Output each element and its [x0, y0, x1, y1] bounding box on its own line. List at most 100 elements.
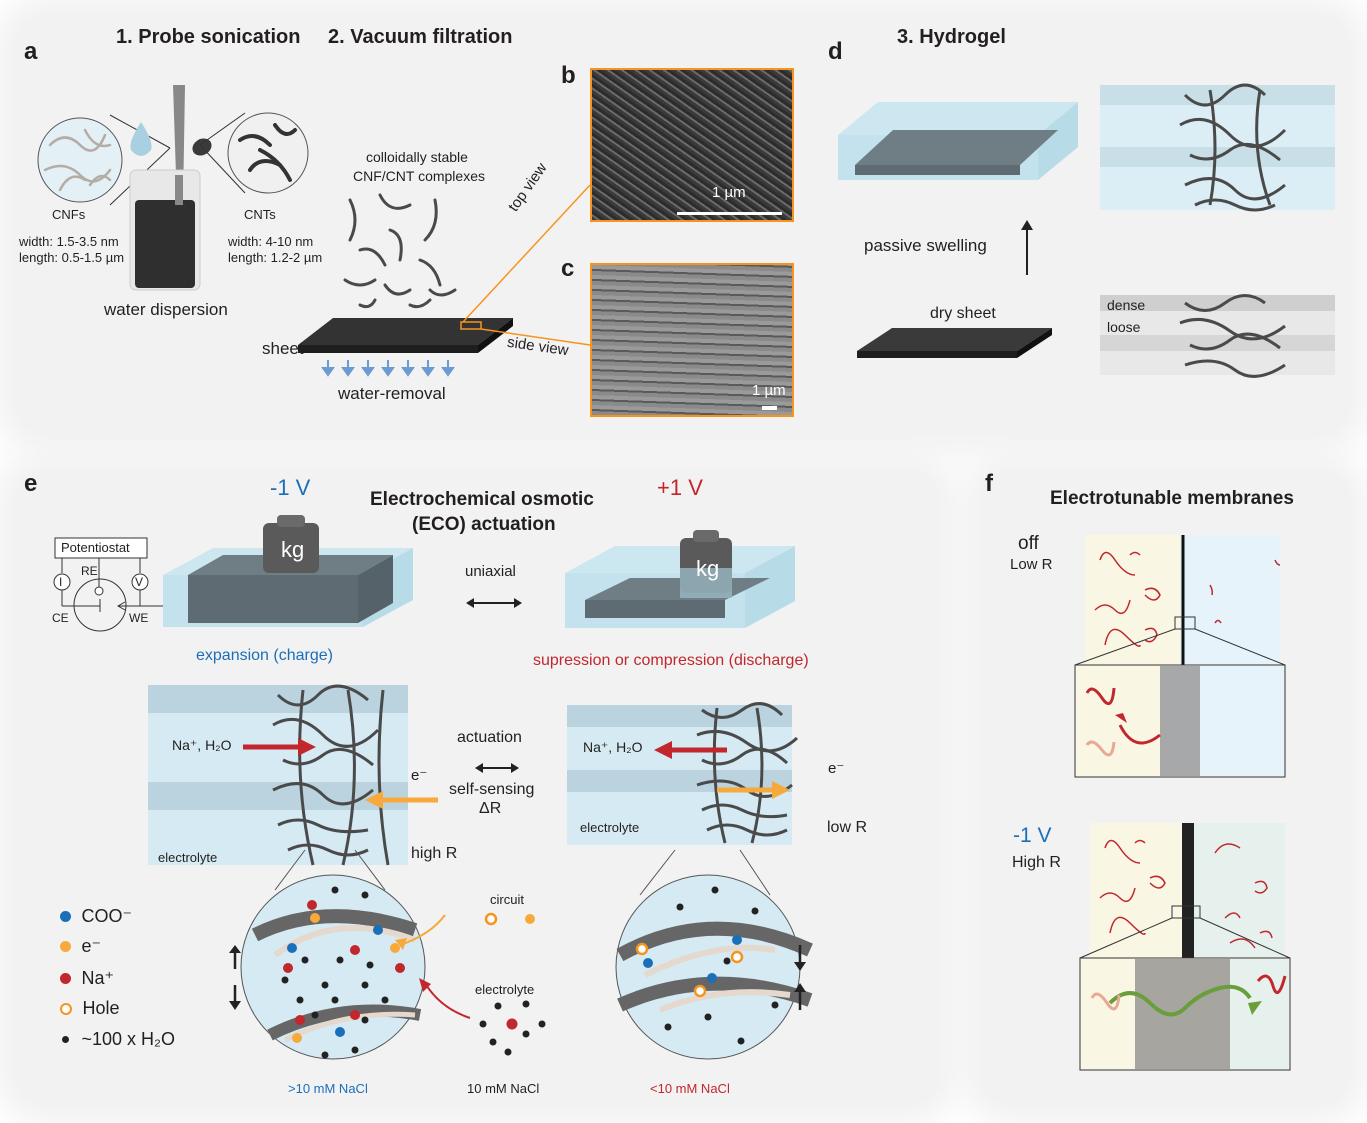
- beaker-label: water dispersion: [104, 300, 228, 319]
- uniaxial-label: uniaxial: [465, 563, 516, 580]
- complexes-label-line1: colloidally stable: [366, 149, 468, 165]
- water-removal-label: water-removal: [338, 384, 446, 403]
- compression-arrows-icon: [794, 945, 806, 1010]
- voltage-meter-label: V: [135, 575, 144, 589]
- cnfs-width: width: 1.5-3.5 nm: [19, 234, 119, 249]
- legend-label: Hole: [82, 998, 120, 1018]
- cnts-width: width: 4-10 nm: [228, 234, 314, 249]
- legend-item-water: ~100 x H₂O: [60, 1029, 175, 1050]
- uniaxial-arrow-icon: [466, 598, 522, 608]
- cnfs-name: CNFs: [52, 207, 86, 222]
- black-dot-icon: [62, 1036, 69, 1043]
- we-label: WE: [129, 611, 149, 625]
- expanded-actuator-block: [163, 515, 413, 627]
- electrolyte-center-label: electrolyte: [475, 982, 535, 997]
- compression-label: supression or compression (discharge): [533, 652, 809, 669]
- panel-label-b: b: [561, 62, 576, 89]
- sem-side-view-image: 1 µm: [590, 263, 794, 417]
- circuit-label: circuit: [490, 892, 524, 907]
- beaker-with-probe: [129, 85, 201, 291]
- expanded-network: [148, 684, 438, 866]
- expansion-label: expansion (charge): [196, 647, 333, 664]
- legend-item-sodium: Na⁺: [60, 968, 114, 989]
- cnfs-length: length: 0.5-1.5 µm: [19, 250, 125, 265]
- compressed-actuator-block: [565, 530, 795, 628]
- conc-high-label: >10 mM NaCl: [288, 1081, 368, 1096]
- legend-label: ~100 x H₂O: [81, 1029, 175, 1049]
- state-on-resistance: High R: [1012, 854, 1061, 871]
- expanded-pore-magnifier: [240, 849, 426, 1060]
- passive-swelling-label: passive swelling: [864, 236, 987, 255]
- sem-top-scale-label: 1 µm: [712, 184, 746, 201]
- membranes-title: Electrotunable membranes: [1050, 488, 1294, 509]
- cnts-name: CNTs: [244, 207, 276, 222]
- circuit-species: [395, 912, 535, 1019]
- compressed-network: [567, 702, 799, 845]
- actuation-label: actuation: [457, 729, 522, 746]
- cnt-magnifier: [192, 112, 309, 194]
- membrane-on-diagram: [1079, 823, 1291, 1071]
- loose-label: loose: [1107, 319, 1141, 335]
- orange-dot-icon: [60, 941, 71, 952]
- state-off-label: off: [1018, 533, 1039, 554]
- electrolyte-label-right: electrolyte: [580, 820, 640, 835]
- eco-title-line1: Electrochemical osmotic: [370, 489, 594, 510]
- membrane-off-diagram: [1074, 535, 1286, 778]
- delta-r-label: ΔR: [479, 800, 502, 817]
- panel-label-f: f: [985, 470, 993, 497]
- conc-low-label: <10 mM NaCl: [650, 1081, 730, 1096]
- legend-item-coo: COO⁻: [60, 906, 132, 927]
- weight-label-left: kg: [281, 537, 305, 562]
- state-on-label: -1 V: [1013, 824, 1052, 847]
- expansion-arrows-icon: [229, 945, 241, 1010]
- sheet-label: sheet: [262, 339, 304, 358]
- ions-label-left: Na⁺, H₂O: [172, 737, 232, 753]
- state-off-resistance: Low R: [1010, 556, 1053, 573]
- panel-label-d: d: [828, 38, 843, 65]
- panel-label-a: a: [24, 38, 38, 65]
- blue-dot-icon: [60, 911, 71, 922]
- current-meter-label: I: [59, 575, 63, 589]
- re-label: RE: [81, 564, 98, 578]
- potentiostat-label: Potentiostat: [61, 540, 130, 555]
- step2-title: 2. Vacuum filtration: [328, 26, 513, 48]
- dry-sheet-block: [857, 328, 1052, 358]
- cnts-length: length: 1.2-2 µm: [228, 250, 323, 265]
- panel-label-c: c: [561, 255, 575, 282]
- hydrogel-title: 3. Hydrogel: [897, 26, 1006, 48]
- actuation-arrow-icon: [475, 763, 519, 773]
- electron-label-right: e⁻: [828, 760, 845, 777]
- complexes-label-line2: CNF/CNT complexes: [353, 168, 485, 184]
- step1-title: 1. Probe sonication: [116, 26, 301, 48]
- hydrogel-network-dry: [1100, 294, 1335, 378]
- compressed-pore-magnifier: [615, 849, 813, 1060]
- eco-title-line2: (ECO) actuation: [412, 514, 556, 535]
- electrolyte-species: [479, 1000, 546, 1056]
- low-r-label: low R: [827, 819, 868, 836]
- swollen-hydrogel-block: [838, 102, 1078, 180]
- cnf-cnt-complexes: [343, 193, 457, 309]
- hole-ring-icon: [60, 1002, 72, 1015]
- legend-label: e⁻: [81, 936, 101, 956]
- swelling-arrow-icon: [1021, 220, 1033, 275]
- electron-label-left: e⁻: [411, 767, 428, 784]
- self-sensing-label: self-sensing: [449, 781, 535, 798]
- dense-label: dense: [1107, 297, 1146, 313]
- filtered-sheet: [298, 184, 591, 377]
- legend-item-hole: Hole: [60, 998, 119, 1019]
- neg-voltage-label: -1 V: [270, 475, 311, 500]
- water-drop-icon: [130, 122, 152, 156]
- cnf-magnifier: [37, 114, 171, 206]
- sem-top-view-image: 1 µm: [590, 68, 794, 222]
- weight-label-right: kg: [696, 556, 720, 581]
- ce-label: CE: [52, 611, 69, 625]
- pos-voltage-label: +1 V: [657, 475, 703, 500]
- high-r-label: high R: [411, 845, 458, 862]
- dry-sheet-label: dry sheet: [930, 305, 996, 322]
- conc-mid-label: 10 mM NaCl: [467, 1081, 540, 1096]
- hydrogel-network-swollen: [1100, 83, 1335, 212]
- legend-item-electron: e⁻: [60, 936, 101, 957]
- ions-label-right: Na⁺, H₂O: [583, 739, 643, 755]
- sem-side-scale-label: 1 µm: [752, 382, 786, 399]
- panel-label-e: e: [24, 470, 38, 497]
